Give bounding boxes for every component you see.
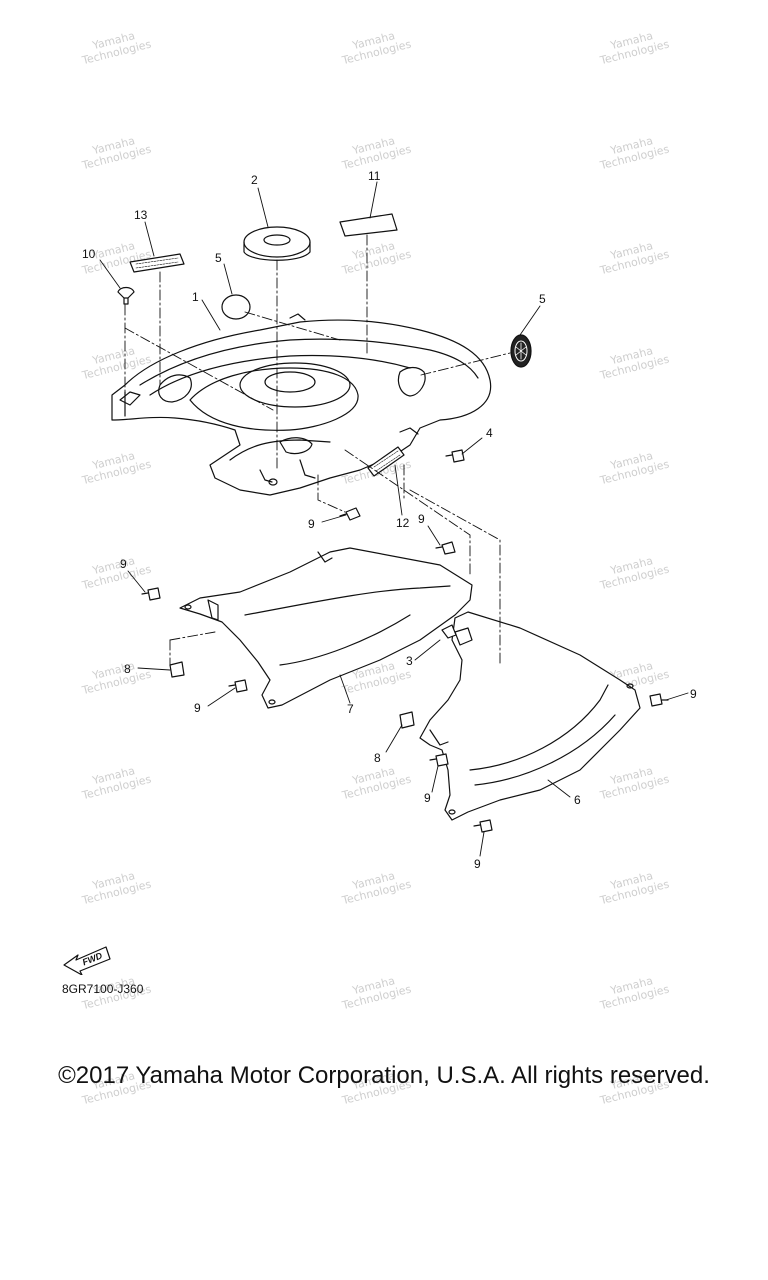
- copyright-notice: ©2017 Yamaha Motor Corporation, U.S.A. A…: [58, 1062, 710, 1089]
- side-cover-left: [179, 547, 473, 709]
- tank-cap-ring: [243, 226, 311, 261]
- tank-cover: [111, 313, 492, 496]
- emblem-logo: [510, 334, 532, 368]
- clip-8-right: [399, 711, 415, 729]
- bolt: [339, 507, 361, 521]
- callout-4: 4: [486, 426, 493, 440]
- callout-9: 9: [690, 687, 697, 701]
- callout-5-left: 5: [215, 251, 222, 265]
- forward-arrow-icon: FWD: [63, 946, 111, 975]
- callout-5-right: 5: [539, 292, 546, 306]
- callout-7: 7: [347, 702, 354, 716]
- callout-8-left: 8: [124, 662, 131, 676]
- callout-9: 9: [120, 557, 127, 571]
- assembly-lines: [124, 234, 511, 666]
- strip-13: [129, 253, 185, 273]
- callout-1: 1: [192, 290, 199, 304]
- leader-lines: [99, 181, 689, 857]
- clip-10: [117, 286, 135, 305]
- strip-12: [367, 446, 405, 477]
- callout-9: 9: [308, 517, 315, 531]
- callout-11: 11: [368, 169, 381, 183]
- bolt: [649, 693, 669, 707]
- bolt: [429, 753, 449, 767]
- bolt: [141, 587, 161, 601]
- bolt: [473, 819, 493, 833]
- emblem-plain: [221, 294, 251, 320]
- callout-9: 9: [474, 857, 481, 871]
- callout-3: 3: [406, 654, 413, 668]
- callout-9: 9: [424, 791, 431, 805]
- callout-6: 6: [574, 793, 581, 807]
- side-cover-right: [419, 611, 641, 821]
- callout-9: 9: [194, 701, 201, 715]
- clip-8-left: [169, 661, 185, 678]
- callout-9: 9: [418, 512, 425, 526]
- callout-8-right: 8: [374, 751, 381, 765]
- callout-13: 13: [134, 208, 148, 222]
- bolt: [228, 679, 248, 693]
- callout-numbers: 1 2 3 4 5 5 6 7 8 8 9 9 9 9 9 9 9 10 11 …: [82, 169, 697, 871]
- bracket-3: [441, 624, 457, 639]
- callout-10: 10: [82, 247, 96, 261]
- diagram-code: 8GR7100-J360: [62, 982, 144, 996]
- bolt: [445, 449, 465, 463]
- callout-2: 2: [251, 173, 258, 187]
- label-11: [339, 213, 398, 237]
- bolt: [435, 541, 456, 555]
- callout-12: 12: [396, 516, 410, 530]
